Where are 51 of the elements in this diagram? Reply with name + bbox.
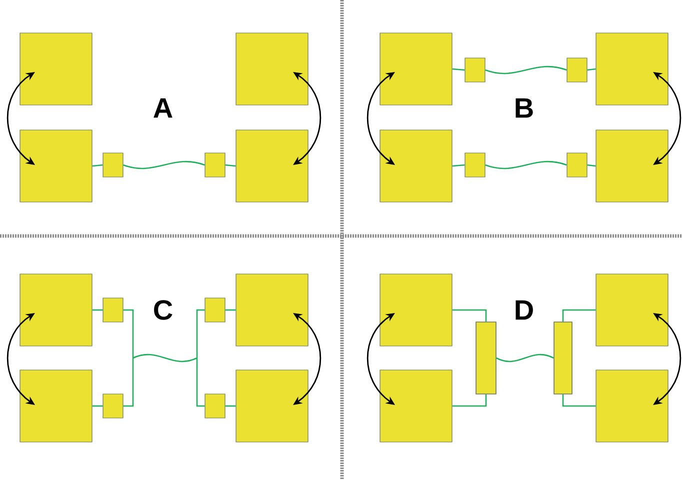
connector-box [102,394,124,418]
device-box [236,274,308,346]
cable-line [496,354,554,362]
device-box [380,130,452,202]
device-box [380,32,452,106]
device-box [20,130,92,202]
device-box [20,32,92,106]
connector-bar [476,322,496,394]
connector-box [204,394,226,418]
cable-line [587,68,596,71]
panel-letter: B [516,98,533,118]
device-box [380,370,452,442]
cable-line [92,405,103,407]
cable-line [225,164,236,167]
cable-line [225,309,236,311]
device-box [20,370,92,442]
device-box [596,370,668,442]
connector-box [566,152,588,178]
connector-box [464,58,486,82]
device-box [380,274,452,346]
cable-line [92,309,103,311]
panel-letter: D [516,300,533,320]
device-box [236,32,308,106]
cable-line [452,309,487,322]
cable-line [452,394,487,407]
device-box [20,274,92,346]
connector-box [464,152,486,178]
cable-line [452,164,465,167]
connector-box [102,152,124,178]
device-box [236,370,308,442]
cable-line [562,309,596,322]
device-box [596,32,668,106]
device-box [596,130,668,202]
connector-box [102,298,124,322]
cable-line [562,394,596,407]
cable-line [92,164,103,167]
connector-box [204,298,226,322]
cable-line [452,68,465,71]
cable-line [122,309,206,407]
cable-line [485,66,567,74]
cable-line [123,160,205,170]
device-box [596,274,668,346]
cable-line [485,160,567,170]
panel-letter: A [154,98,172,118]
connector-box [204,152,226,178]
cable-line [587,164,596,167]
device-box [236,130,308,202]
connector-bar [554,322,572,394]
connector-box [566,58,588,82]
cable-line [225,405,236,407]
panel-letter: C [154,300,172,320]
